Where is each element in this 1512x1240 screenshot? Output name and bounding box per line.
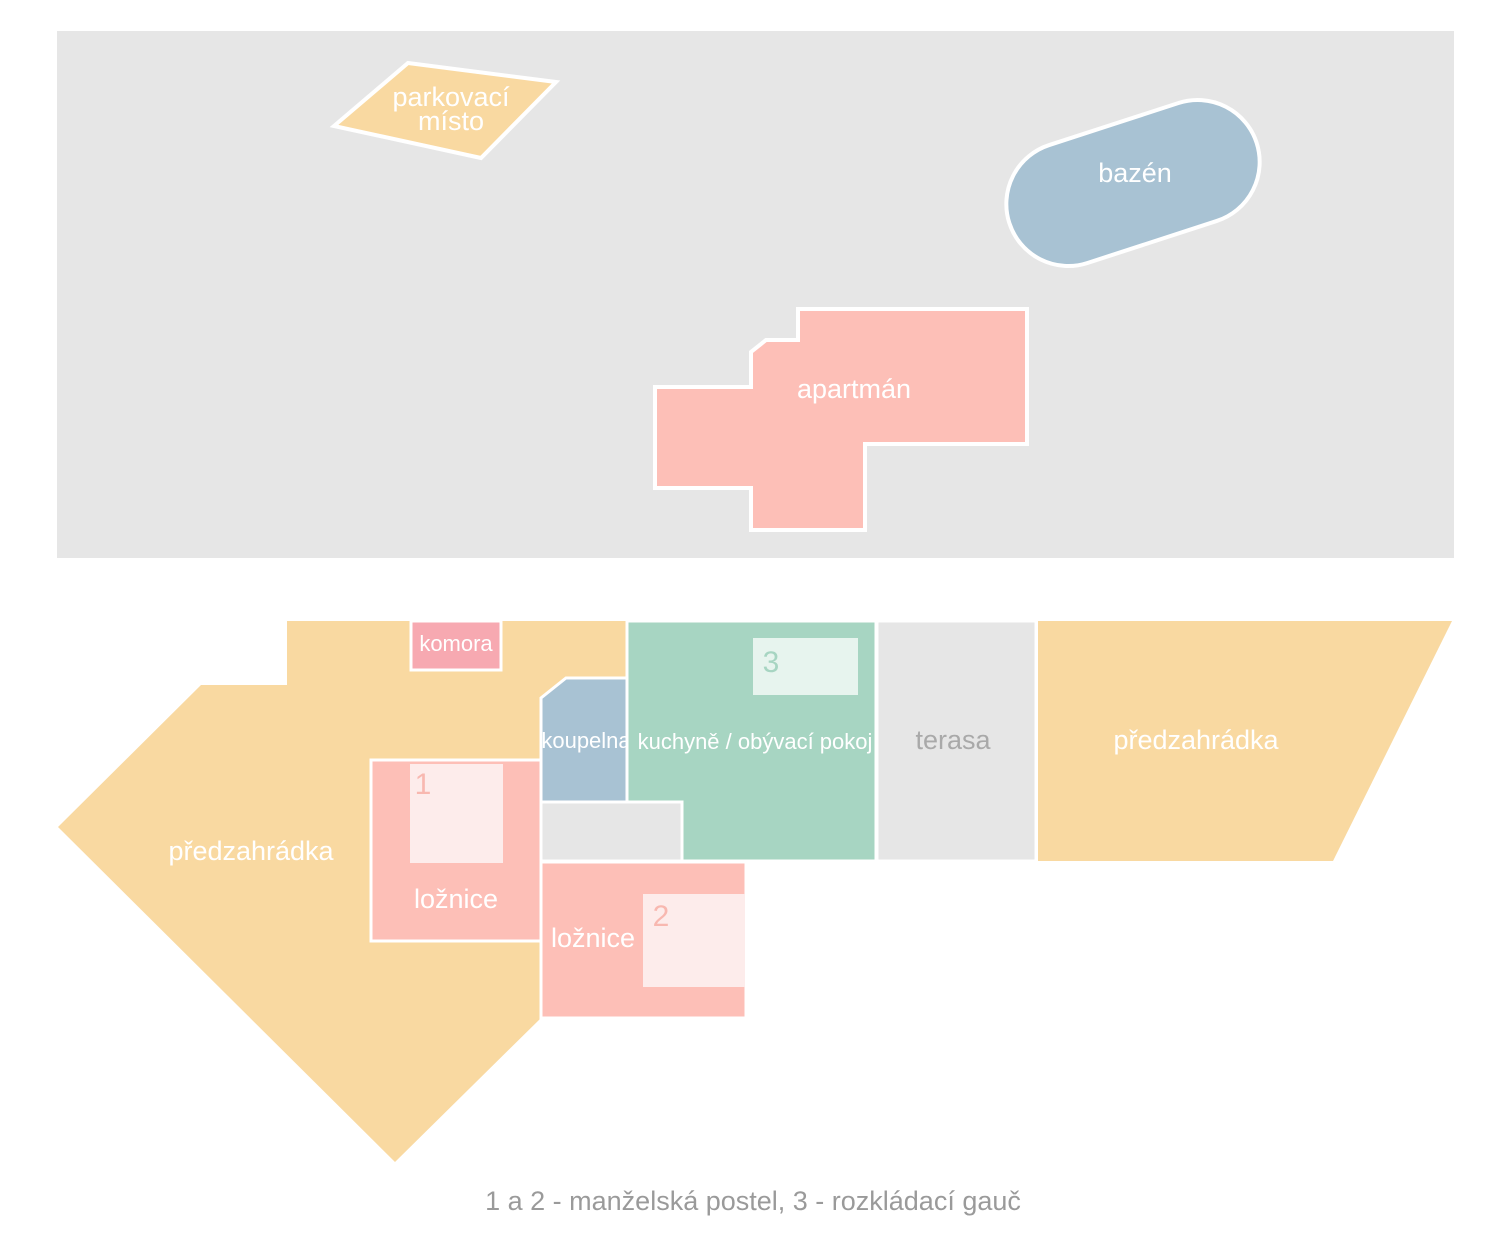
bathroom-label: koupelna xyxy=(541,728,631,753)
storage-room xyxy=(409,619,503,672)
garden-right-label: předzahrádka xyxy=(1113,725,1279,755)
sofa-bed-number: 3 xyxy=(763,646,780,679)
parking-label-line1: parkovací xyxy=(392,82,510,112)
pool-label: bazén xyxy=(1098,158,1172,188)
bedroom-2-label: ložnice xyxy=(551,923,635,953)
double-bed-1-number: 1 xyxy=(415,768,432,801)
sofa-bed xyxy=(753,638,858,695)
hallway xyxy=(539,800,684,863)
garden-left-label: předzahrádka xyxy=(168,836,334,866)
double-bed-2 xyxy=(643,894,745,987)
legend-text: 1 a 2 - manželská postel, 3 - rozkládací… xyxy=(485,1186,1021,1216)
pool xyxy=(1004,97,1262,269)
parking-space xyxy=(329,60,561,161)
kitchen-living-label: kuchyně / obývací pokoj xyxy=(638,729,873,754)
double-bed-1 xyxy=(410,764,503,863)
apartment xyxy=(653,307,1029,532)
apartment-label: apartmán xyxy=(797,374,911,404)
double-bed-2-number: 2 xyxy=(653,900,670,933)
garden-left xyxy=(58,621,626,1162)
terrace-label: terasa xyxy=(915,725,991,755)
bedroom-1-label: ložnice xyxy=(414,884,498,914)
terrace xyxy=(875,619,1038,863)
parking-label-line2: místo xyxy=(418,106,484,136)
storage-label: komora xyxy=(419,631,493,656)
garden-right xyxy=(1038,621,1452,861)
